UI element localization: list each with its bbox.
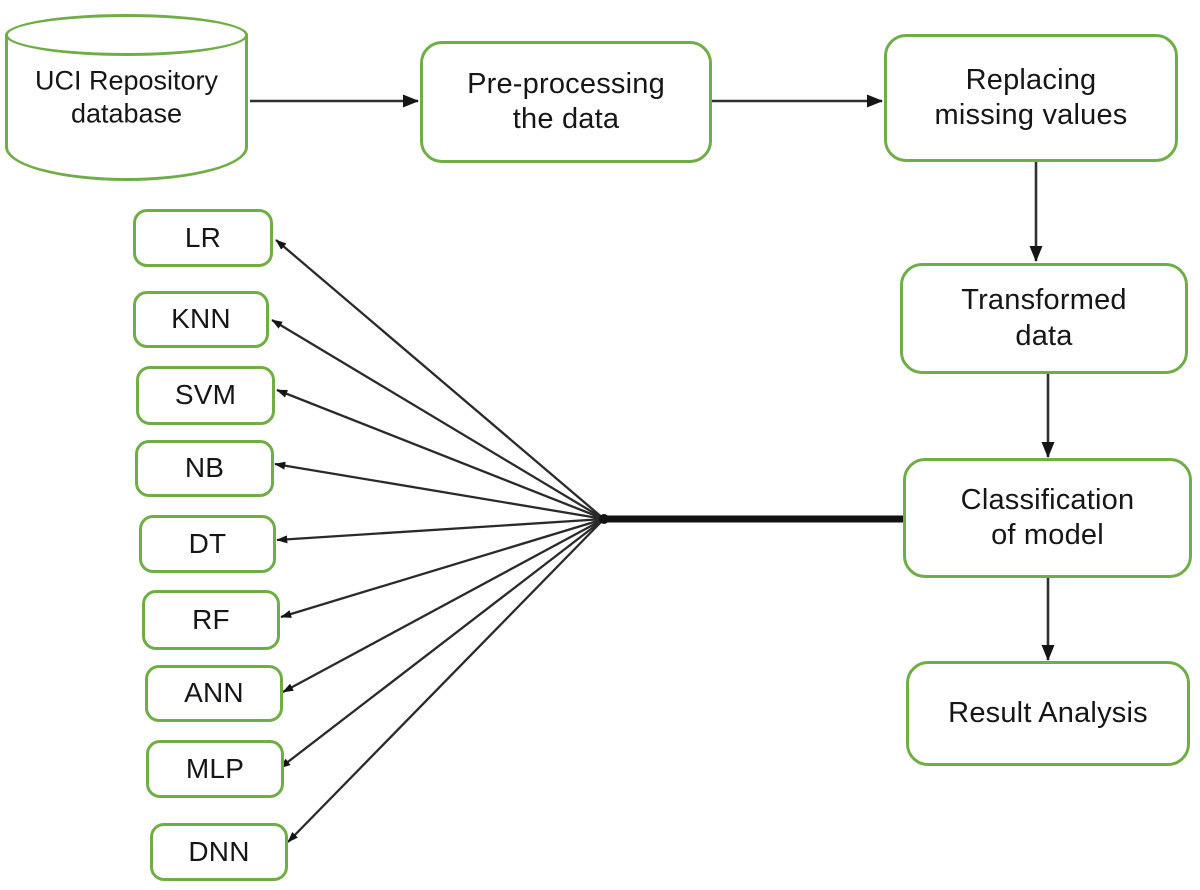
edge-fan-hub-to-dt bbox=[276, 517, 605, 544]
node-replacing[interactable]: Replacing missing values bbox=[884, 34, 1178, 162]
node-algorithm-rf-label: RF bbox=[192, 603, 230, 635]
node-algorithm-ann[interactable]: ANN bbox=[145, 665, 283, 722]
fan-hub-junction bbox=[599, 514, 609, 524]
node-algorithm-nb-label: NB bbox=[184, 452, 225, 484]
node-algorithm-ann-label: ANN bbox=[184, 677, 244, 709]
node-algorithm-dnn[interactable]: DNN bbox=[150, 823, 288, 881]
node-preprocessing[interactable]: Pre-processing the data bbox=[420, 41, 712, 163]
edge-fan-hub-to-mlp bbox=[279, 518, 605, 769]
node-classification-label: Classification of model bbox=[960, 483, 1135, 551]
node-algorithm-mlp-label: MLP bbox=[185, 752, 245, 784]
node-algorithm-lr-label: LR bbox=[184, 221, 222, 253]
edge-fan-hub-to-nb bbox=[274, 461, 605, 521]
node-result-analysis-label: Result Analysis bbox=[948, 696, 1148, 729]
node-algorithm-knn[interactable]: KNN bbox=[133, 291, 269, 348]
edge-fan-hub-to-lr bbox=[275, 239, 605, 520]
node-database-label: UCI Repository database bbox=[34, 64, 219, 129]
edge-fan-hub-to-knn bbox=[271, 319, 605, 520]
cylinder-top-ellipse bbox=[5, 14, 248, 56]
cylinder-body bbox=[5, 34, 248, 181]
node-transformed[interactable]: Transformed data bbox=[900, 263, 1188, 374]
node-preprocessing-label: Pre-processing the data bbox=[467, 67, 665, 135]
node-result-analysis[interactable]: Result Analysis bbox=[906, 661, 1190, 766]
node-algorithm-dt[interactable]: DT bbox=[139, 515, 276, 573]
node-algorithm-dnn-label: DNN bbox=[188, 835, 250, 867]
node-algorithm-rf[interactable]: RF bbox=[142, 590, 280, 650]
node-database[interactable]: UCI Repository database bbox=[5, 14, 248, 181]
node-algorithm-knn-label: KNN bbox=[171, 303, 231, 335]
node-algorithm-svm-label: SVM bbox=[174, 379, 237, 411]
edge-fan-hub-to-svm bbox=[276, 388, 605, 521]
node-algorithm-nb[interactable]: NB bbox=[135, 440, 274, 497]
node-replacing-label: Replacing missing values bbox=[934, 63, 1128, 131]
node-classification[interactable]: Classification of model bbox=[903, 458, 1192, 578]
node-algorithm-dt-label: DT bbox=[188, 527, 227, 559]
edge-fan-hub-to-ann bbox=[282, 517, 605, 694]
node-algorithm-lr[interactable]: LR bbox=[133, 209, 273, 267]
node-algorithm-mlp[interactable]: MLP bbox=[146, 740, 284, 798]
edge-fan-hub-to-rf bbox=[280, 517, 605, 619]
edge-fan-hub-to-dnn bbox=[287, 518, 605, 843]
node-algorithm-svm[interactable]: SVM bbox=[136, 366, 275, 425]
node-transformed-label: Transformed data bbox=[961, 284, 1127, 352]
